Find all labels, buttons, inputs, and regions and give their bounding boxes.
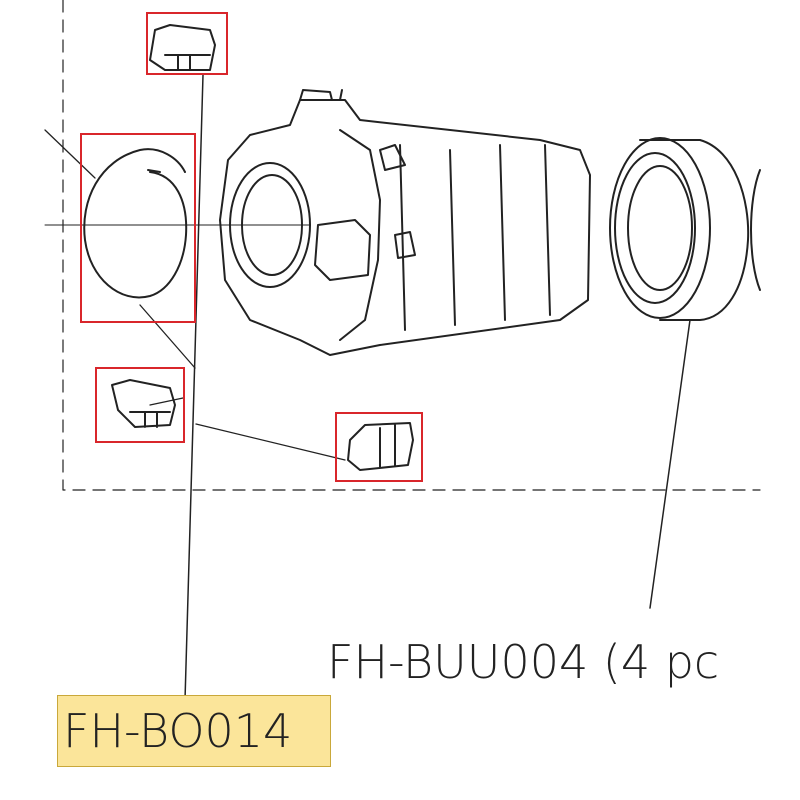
leader-line-bearing bbox=[649, 319, 691, 609]
highlight-box-pawl-left[interactable] bbox=[95, 367, 185, 443]
highlight-box-snap-ring[interactable] bbox=[80, 133, 196, 323]
snap-ring bbox=[83, 148, 188, 299]
leader-line-bo014 bbox=[184, 74, 204, 701]
leader-line-pawl bbox=[139, 304, 346, 461]
freehub-body bbox=[219, 89, 591, 356]
bearing bbox=[609, 137, 761, 321]
dashed-boundary bbox=[62, 0, 761, 491]
highlight-box-pawl-top[interactable] bbox=[146, 12, 228, 75]
pawl-right bbox=[347, 422, 414, 471]
part-number-label-fh-bo014[interactable]: FH-BO014 bbox=[57, 695, 331, 767]
pawl-left bbox=[111, 379, 176, 428]
highlight-box-pawl-right[interactable] bbox=[335, 412, 423, 482]
part-number-label-fh-buu004[interactable]: FH-BUU004 (4 pc bbox=[327, 635, 720, 689]
leader-line-ring bbox=[44, 129, 96, 179]
pawl-top bbox=[149, 24, 216, 71]
